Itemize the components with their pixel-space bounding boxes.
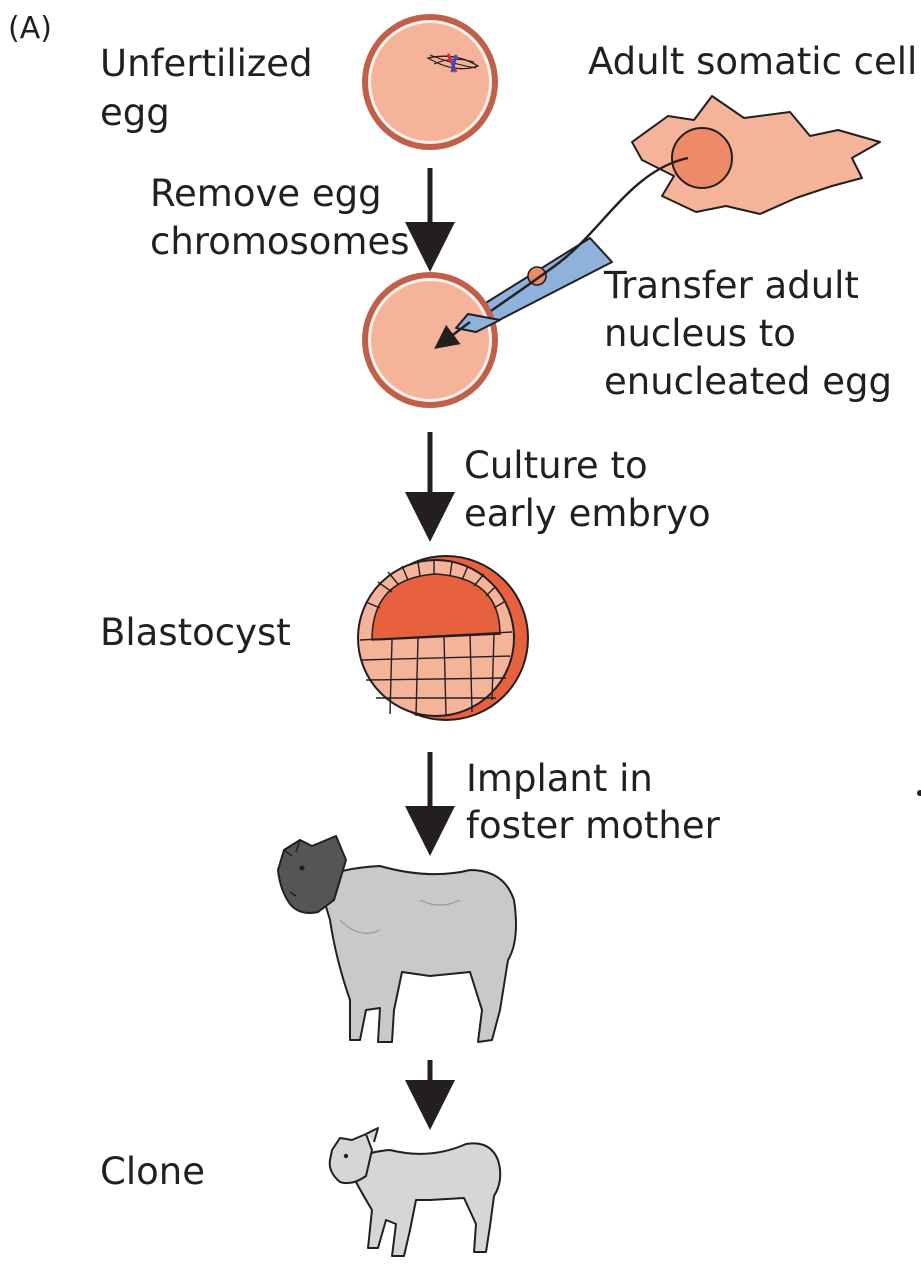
blastocyst-label: Blastocyst	[100, 611, 291, 654]
panel-label: (A)	[8, 11, 52, 46]
somatic-nucleus	[672, 128, 732, 188]
transfer-nucleus-label: Transfer adult nucleus to enucleated egg	[603, 264, 892, 403]
stray-mark	[917, 790, 921, 796]
remove-chromosomes-label: Remove egg chromosomes	[150, 172, 410, 263]
unfertilized-egg	[362, 14, 498, 150]
unfertilized-egg-label: Unfertilized egg	[100, 42, 324, 134]
blastocyst	[358, 556, 528, 720]
adult-somatic-cell	[632, 96, 880, 214]
culture-label: Culture to early embryo	[464, 444, 711, 535]
enucleated-egg	[362, 272, 498, 408]
implant-label: Implant in foster mother	[466, 757, 721, 847]
clone-lamb	[330, 1128, 501, 1256]
foster-mother-sheep	[278, 836, 516, 1042]
adult-somatic-cell-label: Adult somatic cell	[588, 40, 917, 83]
clone-label: Clone	[100, 1150, 205, 1193]
